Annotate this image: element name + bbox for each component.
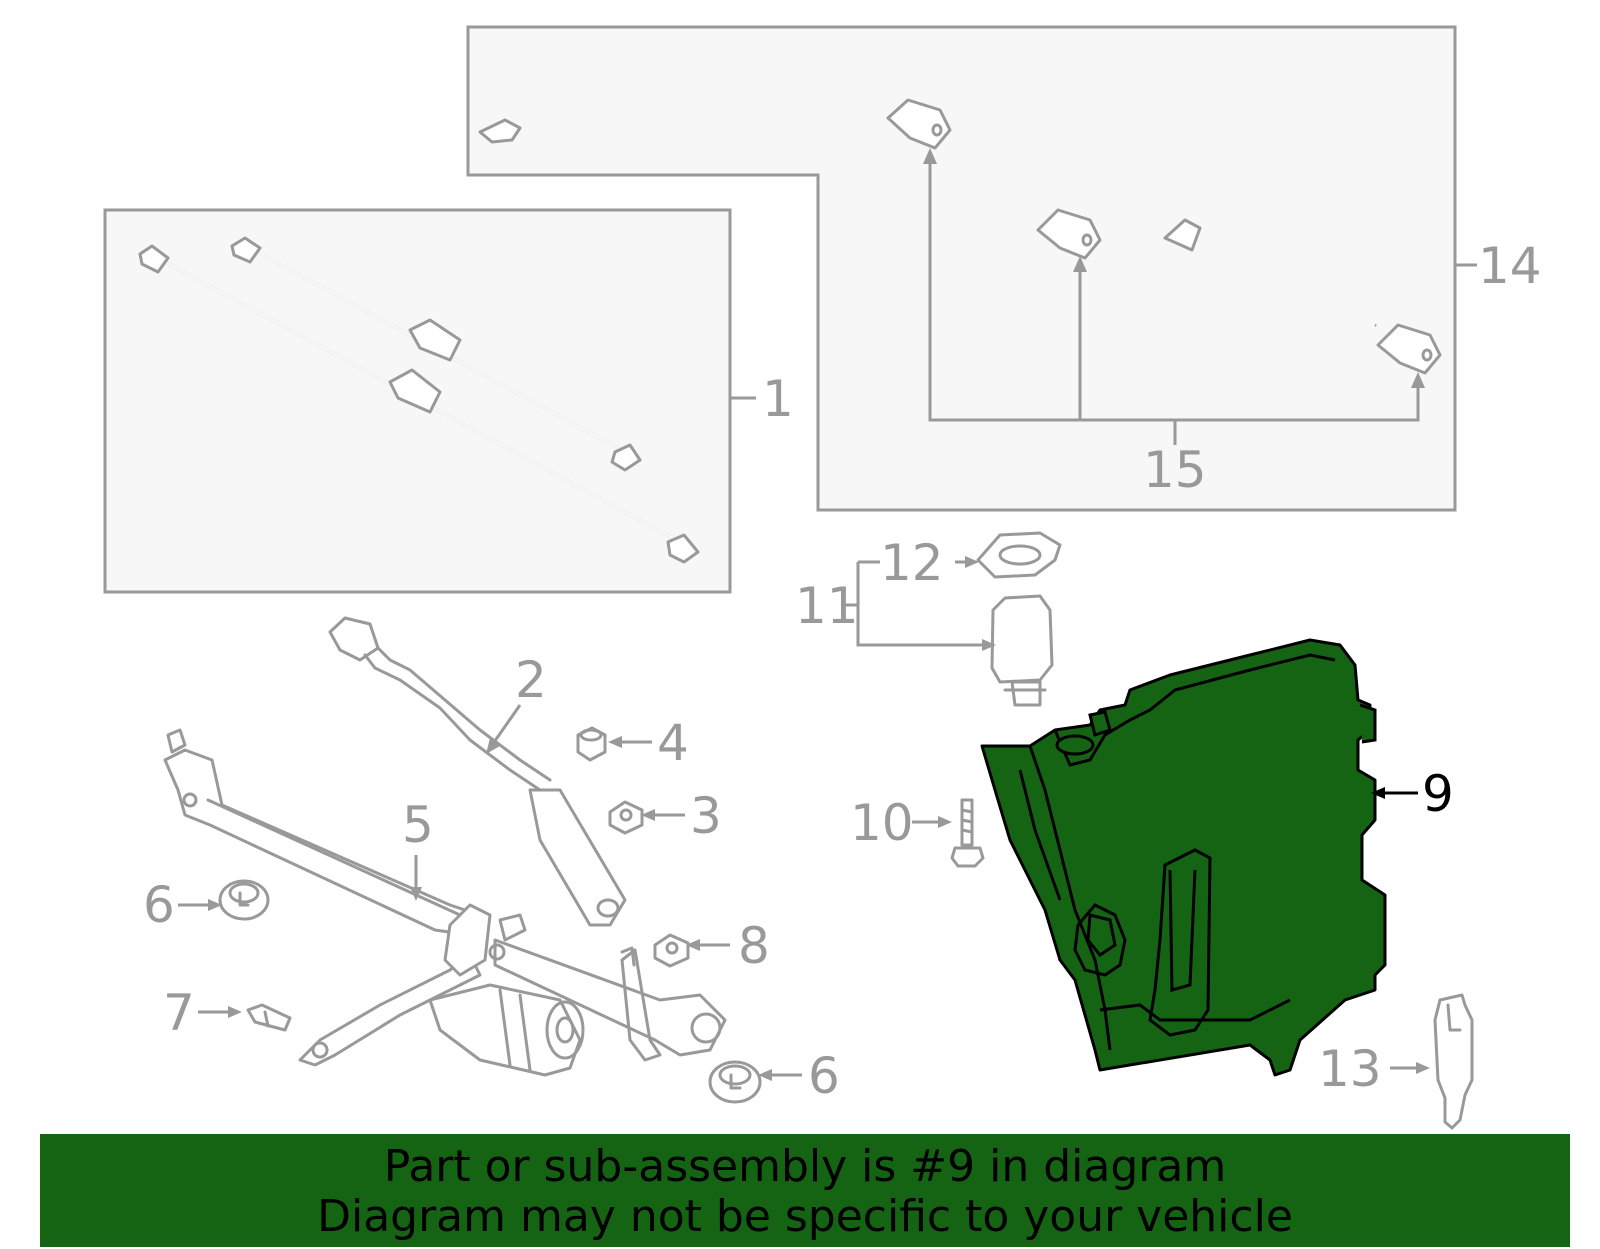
part-6-grommet-lower — [708, 1060, 762, 1104]
nozzle-3 — [1376, 323, 1442, 375]
callout-2: 2 — [515, 651, 547, 709]
callout-8: 8 — [738, 917, 770, 975]
callout-9: 9 — [1422, 765, 1454, 823]
callout-14: 14 — [1478, 237, 1542, 295]
part-4-cap — [576, 726, 607, 762]
part-11-pump — [990, 594, 1054, 707]
part-9-washer-reservoir — [980, 638, 1387, 1077]
wiper-arm — [328, 616, 627, 927]
callout-7: 7 — [163, 984, 195, 1042]
info-banner: Part or sub-assembly is #9 in diagram Di… — [40, 1134, 1570, 1247]
wiper-motor — [428, 983, 585, 1077]
callout-3: 3 — [690, 787, 722, 845]
wiper-linkage — [163, 728, 727, 1067]
hose-assembly-box — [466, 25, 1457, 512]
part-8-nut — [653, 933, 690, 968]
callout-10: 10 — [850, 794, 914, 852]
callout-4: 4 — [657, 714, 689, 772]
nozzle-1 — [886, 98, 952, 150]
part-6-grommet-upper — [218, 879, 270, 921]
callout-6-lower: 6 — [808, 1047, 840, 1105]
part-3-nut — [608, 800, 644, 835]
callout-15: 15 — [1143, 441, 1207, 499]
washer-nozzles — [886, 98, 1442, 375]
part-12-gasket — [976, 531, 1062, 579]
callout-1: 1 — [762, 370, 794, 428]
callout-11: 11 — [795, 577, 859, 635]
callout-6-upper: 6 — [143, 876, 175, 934]
leader-2 — [488, 704, 522, 749]
leader-11 — [845, 560, 990, 647]
callout-5: 5 — [402, 796, 434, 854]
part-13-sensor — [1433, 993, 1474, 1130]
banner-line-2: Diagram may not be specific to your vehi… — [317, 1191, 1293, 1242]
wiper-blades — [138, 236, 700, 564]
washer-hose — [478, 39, 1377, 327]
leader-15 — [923, 148, 1425, 445]
callout-12: 12 — [880, 534, 944, 592]
nozzle-2 — [1036, 208, 1102, 260]
reservoir-body — [980, 638, 1387, 1077]
banner-line-1: Part or sub-assembly is #9 in diagram — [383, 1141, 1227, 1192]
callout-13: 13 — [1318, 1040, 1382, 1098]
part-7-bolt — [246, 1003, 292, 1032]
part-10-bolt — [950, 798, 985, 868]
